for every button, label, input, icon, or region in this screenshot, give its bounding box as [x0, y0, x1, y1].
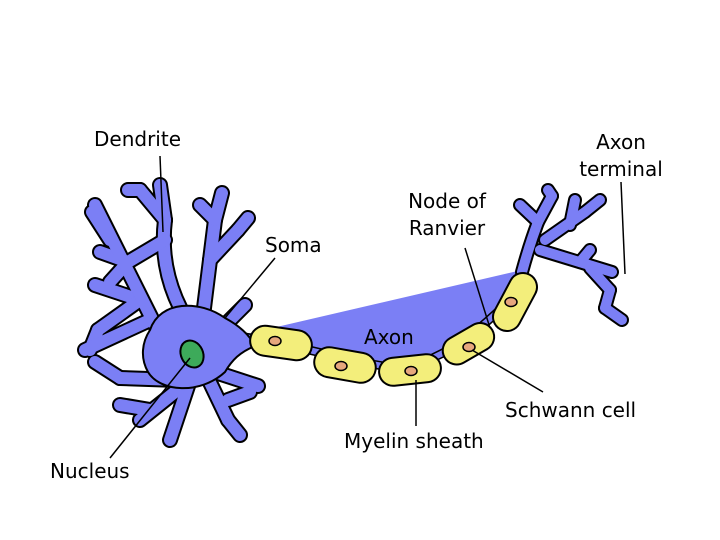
axon-label: Axon	[364, 325, 414, 349]
nucleus-leader	[109, 357, 191, 459]
schwann-cell	[441, 322, 496, 366]
schwann-cell	[492, 271, 538, 333]
leader-lines	[109, 155, 626, 459]
dendrite-leader	[159, 155, 164, 233]
schwann-nucleus	[334, 360, 348, 372]
terminal-leader	[620, 181, 626, 275]
dendrite-label: Dendrite	[94, 127, 182, 151]
node-leader	[464, 247, 491, 329]
node-label-line2: Ranvier	[408, 216, 486, 240]
soma-label: Soma	[265, 233, 322, 257]
dendrites	[77, 177, 266, 448]
nucleus-label: Nucleus	[50, 459, 130, 483]
myelin-sheath	[249, 271, 538, 387]
axon-terminal-label: Axon terminal	[568, 129, 674, 183]
schwann-nucleus	[462, 341, 476, 353]
soma-leader	[224, 257, 276, 319]
schwann-cell	[249, 324, 313, 362]
schwann-nucleus	[504, 296, 518, 308]
schwann-nucleus	[404, 365, 418, 377]
schwann-leader	[471, 349, 544, 393]
schwann-cell	[378, 353, 442, 387]
terminal-label-line1: Axon	[596, 130, 646, 154]
node-of-ranvier-label: Node of Ranvier	[395, 188, 499, 242]
axon-terminals	[513, 183, 629, 327]
schwann-nucleus	[268, 335, 282, 347]
terminal-label-line2: terminal	[579, 157, 663, 181]
schwann-cell-label: Schwann cell	[505, 398, 637, 422]
terminal-fills	[515, 185, 627, 325]
node-label-line1: Node of	[408, 189, 486, 213]
myelin-sheath-label: Myelin sheath	[344, 429, 484, 453]
cell-nucleus	[179, 339, 205, 369]
schwann-cell	[313, 346, 377, 384]
